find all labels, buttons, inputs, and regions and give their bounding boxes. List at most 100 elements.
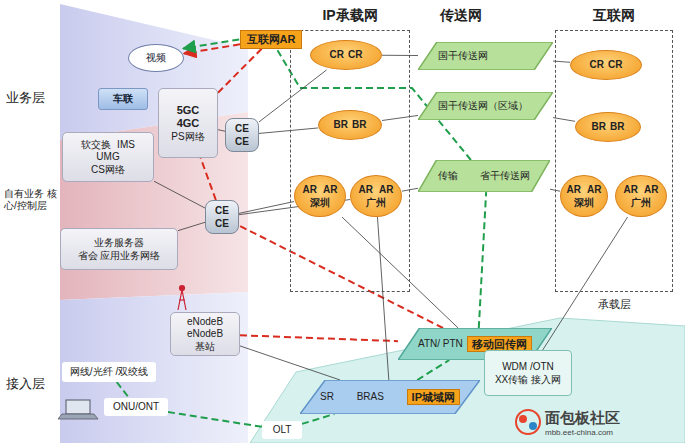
cloud-node: AR AR深圳 [560,175,608,217]
node-text: AR [644,184,658,196]
layer-label: 自有业务 核心/控制层 [4,188,64,212]
node-text: BR [610,121,624,133]
plate-node: 传输省干传送网 [418,160,550,192]
node-text: 国干传送网（区域） [438,100,528,112]
plate-node: 国干传送网（区域） [418,92,553,120]
layer-label: 接入层 [6,376,45,392]
cloud-node: AR AR广州 [350,175,402,217]
connector [117,382,129,398]
node-text: IMS [117,139,135,151]
plain-node: ONU/ONT [104,398,168,416]
node-text: eNodeB [187,316,223,328]
node-text: 广州 [620,197,662,209]
node-text: ONU/ONT [113,401,159,413]
node-text: 省干传送网 [480,170,530,182]
plate-outline [418,160,550,192]
connector [382,55,418,56]
node-text: CR [330,49,344,61]
control-layer-band [60,112,248,300]
node-text: 国干传送网 [438,50,488,62]
node-text: AR [303,184,317,196]
group-node: eNodeBeNodeB基站 [170,312,240,356]
connector [553,118,575,122]
node-text: AR [323,184,337,196]
node-text: 深圳 [565,197,603,209]
node-text: 网线/光纤 /双绞线 [70,366,148,378]
tile-node: 车联 [98,88,148,110]
node-text: WDM /OTN [502,361,554,373]
node-text: AR [567,184,581,196]
node-text: eNodeB [187,328,223,340]
node-text: 视频 [146,52,166,64]
node-text: 互联网 [590,7,638,23]
plate-node: 国干传送网 [418,42,553,70]
ce-node: CECE [225,118,259,152]
connector [239,226,443,328]
node-text: CR [590,59,604,71]
connector [240,346,340,380]
cloud-node: CRCR [310,40,382,70]
node-text: SR [320,391,334,403]
connector [259,128,318,133]
node-text: CE [235,136,249,148]
node-text: 车联 [113,93,133,105]
connector [382,115,418,120]
node-text: CE [215,218,229,230]
connector [417,360,449,380]
node-text: IP城域网 [407,389,460,406]
laptop-icon [58,400,98,419]
badge-node: 互联网AR [240,30,302,49]
antenna-icon [178,286,186,311]
connector [178,222,205,230]
connector [218,130,225,132]
connector [154,181,205,208]
cloud-node: AR AR广州 [615,175,667,217]
plate-outline [300,380,480,414]
node-text: 基站 [195,341,215,353]
node-text: AR [379,184,393,196]
cloud-node: BRBR [318,110,382,140]
node-text: 广州 [355,197,397,209]
plate-outline [418,92,553,120]
node-text: 互联网AR [247,33,296,46]
connector [218,49,262,93]
node-text: 4GC [177,117,200,130]
connector [240,335,398,341]
node-text: ATN/ PTN [418,338,463,350]
watermark-logo [516,410,540,434]
watermark: 面包板社区 [545,409,620,427]
watermark: mbb.eet-china.com [545,428,613,438]
cloud-white-node: 视频 [128,44,184,72]
node-text: AR [624,184,638,196]
connector [259,70,327,122]
cloud-node: AR AR深圳 [294,175,346,217]
node-text: UMG [96,151,119,163]
node-text: OLT [273,424,292,436]
node-text: AR [587,184,601,196]
plate-outline [418,42,553,70]
ce-node: CECE [205,200,239,234]
connector [168,412,262,427]
node-text: BRAS [357,391,384,403]
connector [302,414,334,424]
node-text: BR [334,119,348,131]
node-text: BR [592,121,606,133]
layer-label: 业务层 [6,90,45,106]
plain-node: OLT [262,421,302,439]
connector [184,44,240,53]
node-text: 5GC [177,104,200,117]
node-text: CR [608,59,622,71]
node-text: AR [359,184,373,196]
connector [239,202,294,214]
group-node: 5GC4GCPS网络 [158,88,218,158]
connector [402,188,418,191]
layer-label: 承载层 [598,298,631,311]
connector [377,217,388,380]
node-text: PS网络 [171,131,204,143]
plain-node: 网线/光纤 /双绞线 [62,362,156,382]
node-text: 软交换 [81,139,111,151]
connector [479,192,486,328]
node-text: 深圳 [299,197,341,209]
node-text: XX传输 接入网 [495,374,561,386]
connector [201,158,216,200]
